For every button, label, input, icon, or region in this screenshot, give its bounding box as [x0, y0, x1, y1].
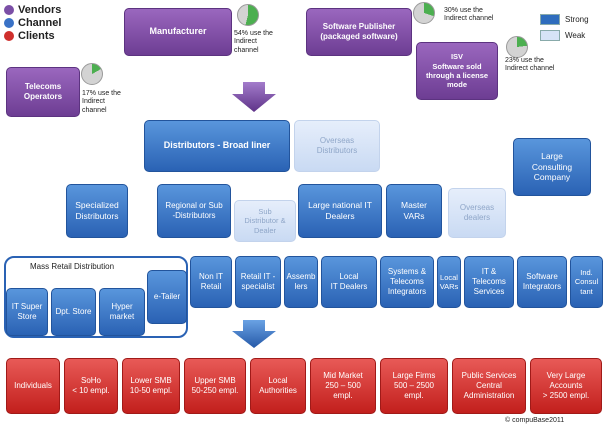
- large-consulting-box: Large Consulting Company: [513, 138, 591, 196]
- it-super-store-box: IT Super Store: [6, 288, 48, 336]
- client-box: Very Large Accounts > 2500 empl.: [530, 358, 602, 414]
- systems-telecoms-integrators-box: Systems & Telecoms Integrators: [380, 256, 434, 308]
- legend-clients: Clients: [4, 30, 55, 42]
- legend-channel-label: Channel: [18, 17, 62, 29]
- legend-vendors: Vendors: [4, 4, 61, 16]
- client-box: Upper SMB 50-250 empl.: [184, 358, 246, 414]
- ind-consultant-box: Ind. Consul tant: [570, 256, 603, 308]
- legend-weak: Weak: [540, 30, 585, 41]
- client-box: Local Authorities: [250, 358, 306, 414]
- legend-vendors-label: Vendors: [18, 4, 62, 16]
- large-national-dealers-box: Large national IT Dealers: [298, 184, 382, 238]
- client-box: SoHo < 10 empl.: [64, 358, 118, 414]
- telecoms-pie-icon: [81, 63, 103, 85]
- assemblers-box: Assemb lers: [284, 256, 318, 308]
- it-telecoms-services-box: IT & Telecoms Services: [464, 256, 514, 308]
- client-box: Lower SMB 10-50 empl.: [122, 358, 180, 414]
- etailer-box: e-Tailer: [147, 270, 187, 324]
- vendors-dot-icon: [4, 5, 14, 15]
- local-it-dealers-box: Local IT Dealers: [321, 256, 377, 308]
- software-publisher-note: 30% use the Indirect channel: [444, 7, 494, 23]
- mass-retail-title: Mass Retail Distribution: [30, 262, 115, 271]
- down-arrow-icon: [232, 82, 276, 112]
- manufacturer-pie-icon: [237, 4, 259, 26]
- non-it-retail-box: Non IT Retail: [190, 256, 232, 308]
- legend-clients-label: Clients: [18, 30, 55, 42]
- hyper-market-box: Hyper market: [99, 288, 145, 336]
- overseas-dealers-box: Overseas dealers: [448, 188, 506, 238]
- regional-distributors-box: Regional or Sub -Distributors: [157, 184, 231, 238]
- legend-strong: Strong: [540, 14, 589, 25]
- legend-weak-label: Weak: [565, 31, 586, 40]
- client-box: Individuals: [6, 358, 60, 414]
- clients-dot-icon: [4, 31, 14, 41]
- software-integrators-box: Software Integrators: [517, 256, 567, 308]
- telecoms-note: 17% use the Indirect channel: [82, 90, 121, 114]
- isv-note: 23% use the Indirect channel: [505, 57, 555, 73]
- down-arrow-icon: [232, 320, 276, 348]
- sub-distributor-box: Sub Distributor & Dealer: [234, 200, 296, 242]
- client-box: Mid Market 250 – 500 empl.: [310, 358, 376, 414]
- legend-channel: Channel: [4, 17, 61, 29]
- strong-swatch-icon: [540, 14, 560, 25]
- retail-it-specialist-box: Retail IT - specialist: [235, 256, 281, 308]
- local-vars-box: Local VARs: [437, 256, 461, 308]
- isv-box: ISV Software sold through a license mode: [416, 42, 498, 100]
- telecoms-box: Telecoms Operators: [6, 67, 80, 117]
- client-box: Public Services Central Administration: [452, 358, 526, 414]
- software-publisher-box: Software Publisher (packaged software): [306, 8, 412, 56]
- copyright: © compuBase2011: [505, 417, 565, 424]
- manufacturer-box: Manufacturer: [124, 8, 232, 56]
- channel-dot-icon: [4, 18, 14, 28]
- master-vars-box: Master VARs: [386, 184, 442, 238]
- dpt-store-box: Dpt. Store: [51, 288, 96, 336]
- distributors-broadliner-box: Distributors - Broad liner: [144, 120, 290, 172]
- software-publisher-pie-icon: [413, 2, 435, 24]
- manufacturer-note: 54% use the Indirect channel: [234, 30, 273, 54]
- legend-strong-label: Strong: [565, 15, 589, 24]
- specialized-distributors-box: Specialized Distributors: [66, 184, 128, 238]
- isv-pie-icon: [506, 36, 528, 58]
- overseas-distributors-box: Overseas Distributors: [294, 120, 380, 172]
- client-box: Large Firms 500 – 2500 empl.: [380, 358, 448, 414]
- weak-swatch-icon: [540, 30, 560, 41]
